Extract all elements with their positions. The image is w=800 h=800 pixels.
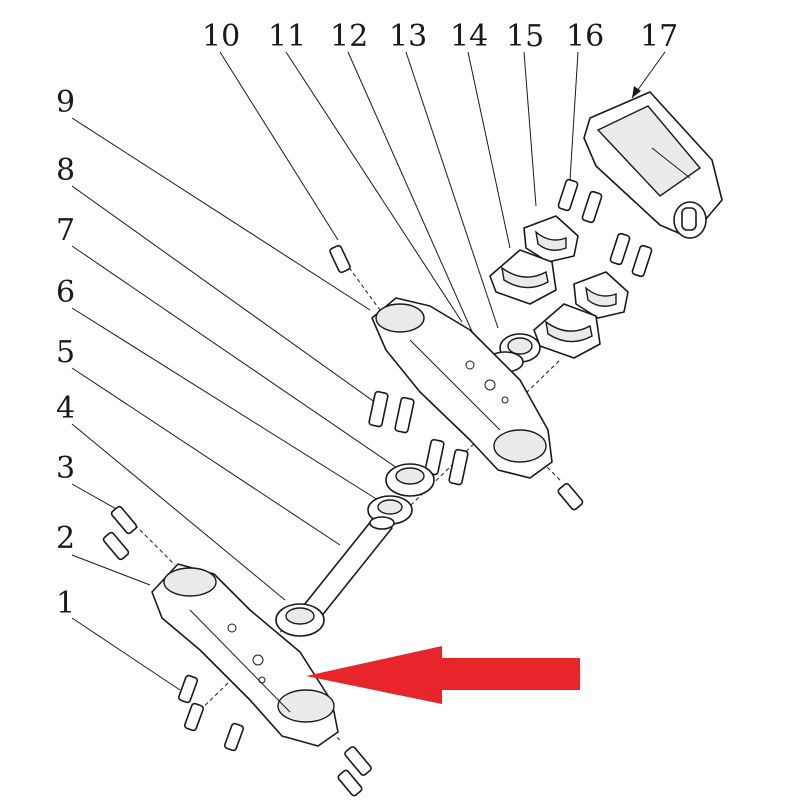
upper-clamp-bolts	[368, 390, 584, 511]
leader-7	[71, 245, 401, 471]
leader-6	[71, 307, 379, 501]
leader-4	[71, 423, 286, 601]
leader-10	[219, 51, 339, 241]
callout-1: 1	[56, 586, 75, 621]
highlight-arrow	[306, 646, 580, 704]
leader-13	[405, 51, 499, 329]
callout-7: 7	[56, 213, 75, 248]
callout-5: 5	[56, 335, 75, 370]
leader-14	[467, 51, 511, 249]
clamp-bolts	[557, 178, 653, 278]
callout-10: 10	[202, 19, 240, 54]
lower-clamp-bolts-3	[102, 505, 138, 561]
lower-clamp-risers	[489, 249, 601, 359]
leader-12	[347, 51, 479, 346]
axis-bolts-3	[129, 519, 176, 566]
upper-clamp-caps	[523, 215, 629, 319]
lower-triple-clamp	[151, 563, 339, 747]
callout-6: 6	[56, 275, 75, 310]
callout-14: 14	[450, 19, 488, 54]
handlebar-pad	[583, 91, 723, 239]
leader-15	[523, 51, 537, 207]
callout-16: 16	[566, 19, 604, 54]
callout-9: 9	[56, 85, 75, 120]
callout-15: 15	[506, 19, 544, 54]
leader-lines	[71, 51, 666, 691]
callout-12: 12	[330, 19, 368, 54]
leader-11	[285, 51, 463, 323]
leader-9	[71, 117, 371, 311]
callout-13: 13	[389, 19, 427, 54]
axis-bolt-10	[344, 261, 381, 311]
callout-2: 2	[56, 521, 75, 556]
upper-triple-clamp	[371, 297, 553, 479]
leader-5	[71, 367, 341, 546]
top-pinch-bolt	[329, 244, 351, 274]
steering-stem	[299, 516, 395, 619]
callout-3: 3	[56, 451, 75, 486]
leader-2	[71, 554, 151, 586]
callout-4: 4	[56, 391, 75, 426]
leader-16	[569, 51, 579, 181]
leader-17-arrowhead	[632, 86, 641, 98]
callout-8: 8	[56, 153, 75, 188]
leader-1	[71, 617, 181, 691]
callout-17: 17	[640, 19, 678, 54]
lower-bolts-1	[177, 674, 372, 797]
leader-8	[71, 185, 384, 409]
callout-11: 11	[268, 19, 306, 54]
callout-labels: 1 2 3 4 5 6 7 8 9 10 11 12 13 14 15 16 1…	[56, 19, 678, 621]
leader-3	[71, 483, 119, 511]
lower-bearing	[275, 603, 325, 637]
upper-bearing	[385, 463, 435, 497]
